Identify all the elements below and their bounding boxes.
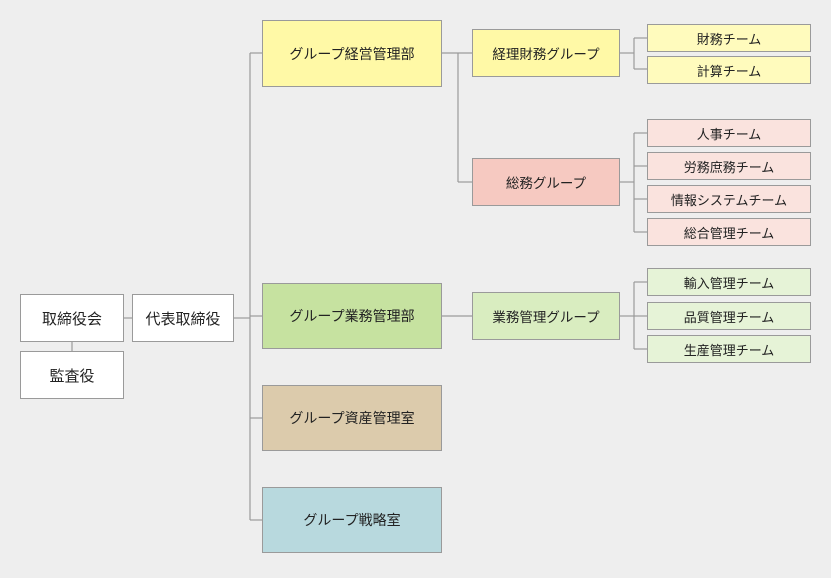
team-it-systems-box: 情報システムチーム [647, 185, 811, 213]
team-calculation-box: 計算チーム [647, 56, 811, 84]
division-assets-box: グループ資産管理室 [262, 385, 442, 451]
team-labor-box: 労務庶務チーム [647, 152, 811, 180]
board-of-directors-box: 取締役会 [20, 294, 124, 342]
division-management-box: グループ経営管理部 [262, 20, 442, 87]
group-business-management-box: 業務管理グループ [472, 292, 620, 340]
group-accounting-box: 経理財務グループ [472, 29, 620, 77]
ceo-box: 代表取締役 [132, 294, 234, 342]
division-strategy-box: グループ戦略室 [262, 487, 442, 553]
division-operations-box: グループ業務管理部 [262, 283, 442, 349]
team-import-box: 輸入管理チーム [647, 268, 811, 296]
team-finance-box: 財務チーム [647, 24, 811, 52]
team-quality-box: 品質管理チーム [647, 302, 811, 330]
team-production-box: 生産管理チーム [647, 335, 811, 363]
auditor-box: 監査役 [20, 351, 124, 399]
team-hr-box: 人事チーム [647, 119, 811, 147]
team-general-management-box: 総合管理チーム [647, 218, 811, 246]
group-general-affairs-box: 総務グループ [472, 158, 620, 206]
